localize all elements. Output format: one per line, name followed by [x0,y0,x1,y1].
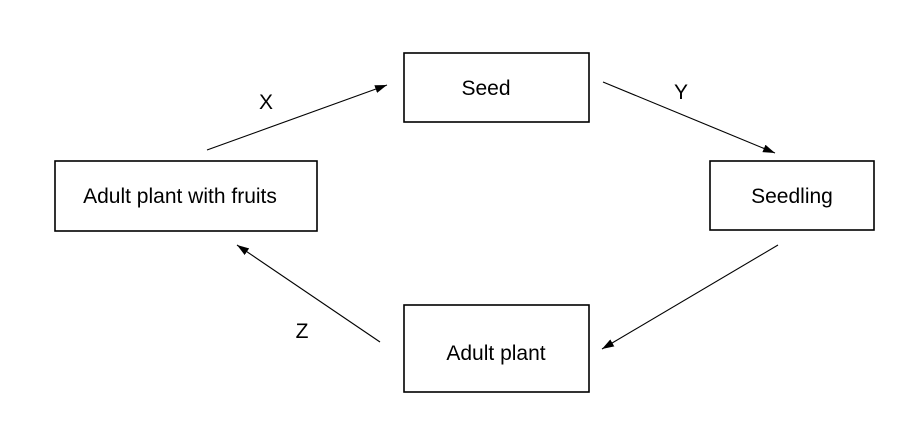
node-seed-label: Seed [461,77,510,100]
node-adult-plant: Adult plant [403,304,590,393]
edge-label-z: Z [296,320,309,343]
edge-seed-to-seedling [602,81,776,154]
edge-fruits-to-seed [206,84,388,151]
node-seed: Seed [403,52,590,123]
node-seedling-label: Seedling [751,185,833,208]
node-adult-plant-label: Adult plant [446,342,545,365]
edge-label-x: X [259,91,273,114]
node-seedling: Seedling [709,160,875,231]
edge-adult-to-fruits [236,244,381,343]
node-adult-plant-with-fruits-label: Adult plant with fruits [83,185,277,208]
edge-label-y: Y [674,81,688,104]
edge-seedling-to-adult [601,244,779,350]
node-adult-plant-with-fruits: Adult plant with fruits [54,160,318,232]
